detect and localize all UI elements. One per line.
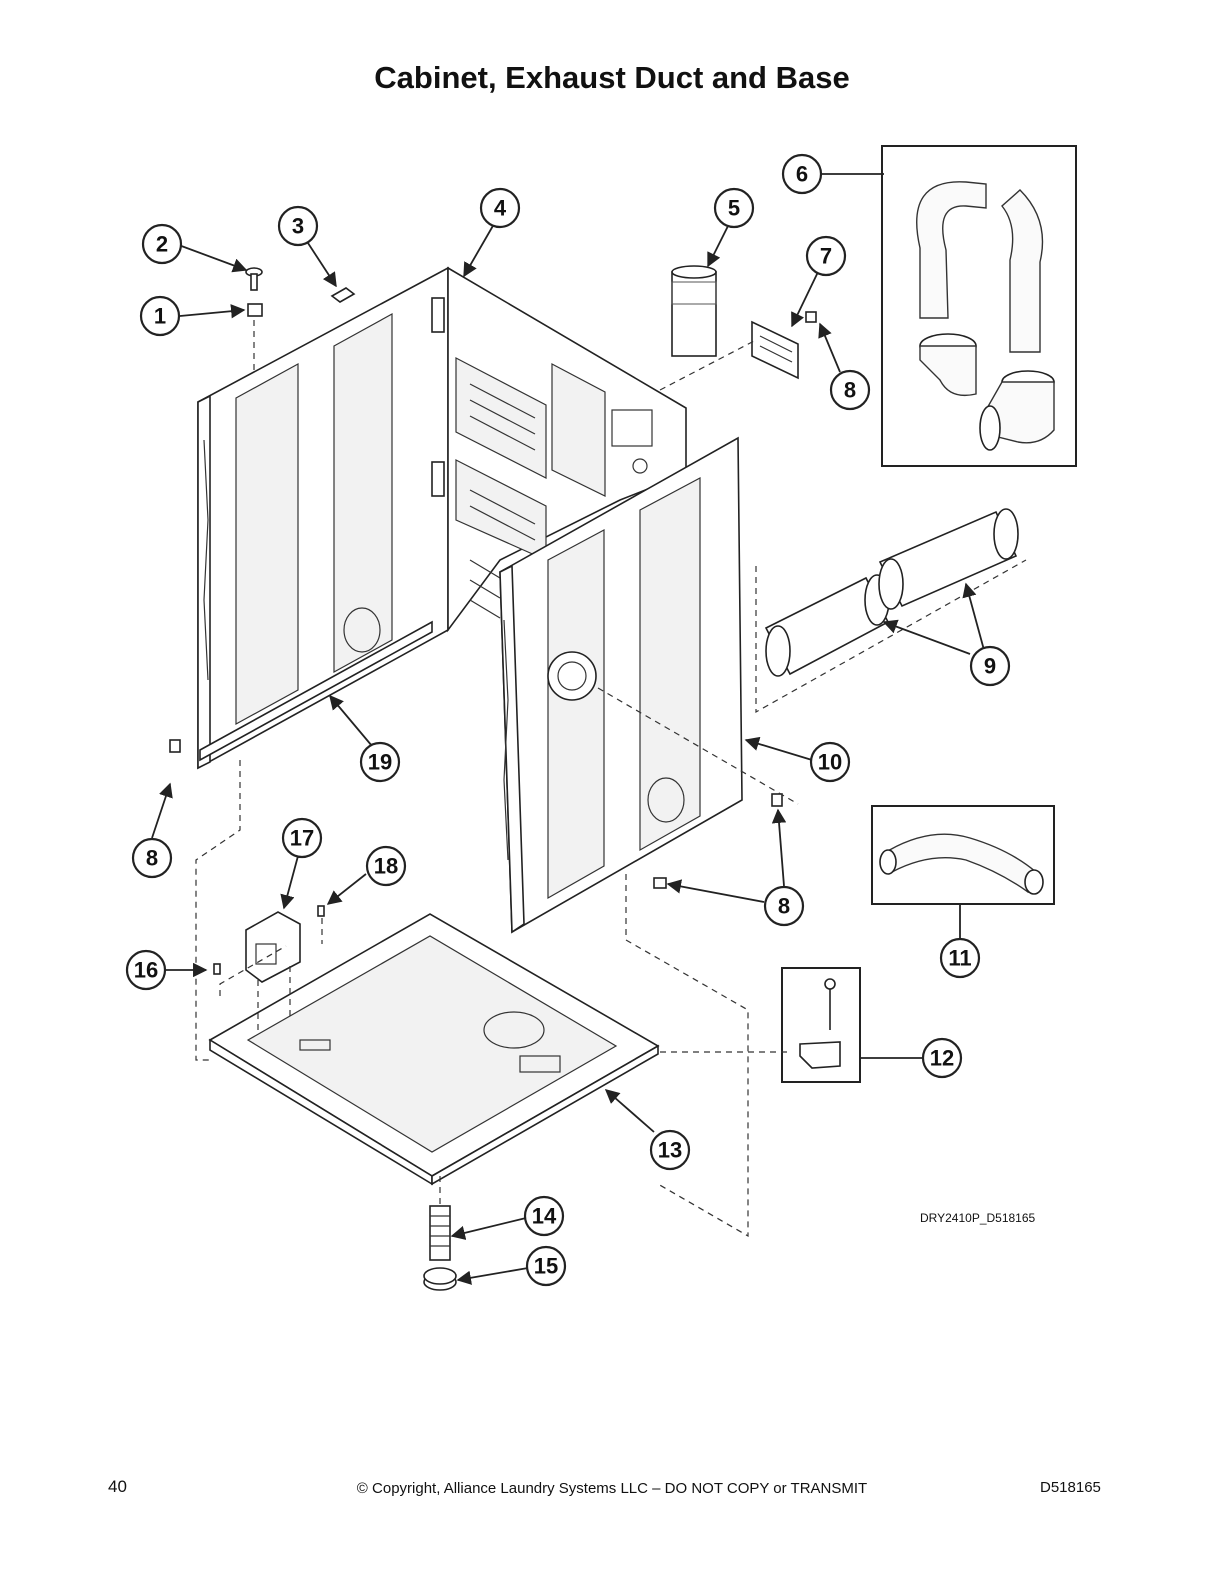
page-number: 40 [108,1477,127,1496]
assembly-lines [195,320,1027,1238]
callout-2: 2 [141,223,183,265]
callout-6: 6 [781,153,823,195]
screw-8-bottom [653,877,667,889]
screw-8-right [771,793,783,807]
callout-13: 13 [649,1129,691,1171]
callout-16-label: 16 [134,958,158,983]
callout-3: 3 [277,205,319,247]
callout-18-label: 18 [374,854,398,879]
callout-2-label: 2 [156,232,168,257]
callout-11-label: 11 [948,946,971,971]
page-title: Cabinet, Exhaust Duct and Base [374,60,850,95]
callout-1: 1 [139,295,181,337]
callout-8-right: 8 [763,885,805,927]
callout-7-label: 7 [820,244,832,269]
flex-hose-box [871,805,1055,905]
callout-1-label: 1 [154,304,166,329]
callout-4: 4 [479,187,521,229]
callout-11: 11 [939,937,981,979]
callout-18: 18 [365,845,407,887]
door-switch-bracket [245,911,301,983]
document-id: D518165 [1040,1479,1101,1496]
callout-14: 14 [523,1195,565,1237]
callout-12: 12 [921,1037,963,1079]
screw-16 [213,963,221,975]
callout-17: 17 [281,817,323,859]
duct-kit-box [881,145,1077,467]
base-pan [208,913,660,1186]
callout-6-label: 6 [796,162,808,187]
callout-15: 15 [525,1245,567,1287]
duct-tubes [764,508,1019,677]
callout-5-label: 5 [728,196,740,221]
callout-10: 10 [809,741,851,783]
callout-16: 16 [125,949,167,991]
callout-15-label: 15 [534,1254,558,1279]
callout-13-label: 13 [658,1138,682,1163]
callout-19-label: 19 [368,750,392,775]
callout-14-label: 14 [532,1204,557,1229]
callout-8-label: 8 [844,378,856,403]
callout-8-label: 8 [146,846,158,871]
screw-2 [245,267,263,291]
callout-19: 19 [359,741,401,783]
leader-lines [151,173,985,1285]
callout-5: 5 [713,187,755,229]
callout-4-label: 4 [494,196,507,221]
callout-9: 9 [969,645,1011,687]
leg-bracket-box [781,967,861,1083]
grommet-1 [247,303,263,317]
leg-cap [423,1267,457,1291]
callout-8-vent: 8 [829,369,871,411]
vent-cover-plate [751,320,799,380]
screw-8-left [169,739,181,753]
exhaust-duct-outlet [671,265,717,357]
right-side-panel [499,436,743,934]
callout-7: 7 [805,235,847,277]
callout-3-label: 3 [292,214,304,239]
diagram-code: DRY2410P_D518165 [920,1211,1036,1225]
leveling-leg [429,1205,451,1261]
callout-8-left: 8 [131,837,173,879]
callout-10-label: 10 [818,750,842,775]
back-panel [431,266,687,633]
callout-9-label: 9 [984,654,996,679]
clip-3 [330,287,356,303]
callout-8-label: 8 [778,894,790,919]
callout-12-label: 12 [930,1046,954,1071]
callout-17-label: 17 [290,826,314,851]
copyright-notice: © Copyright, Alliance Laundry Systems LL… [356,1480,868,1497]
base-rail [199,620,433,762]
screw-8-vent [805,311,817,323]
screw-18 [317,905,325,917]
